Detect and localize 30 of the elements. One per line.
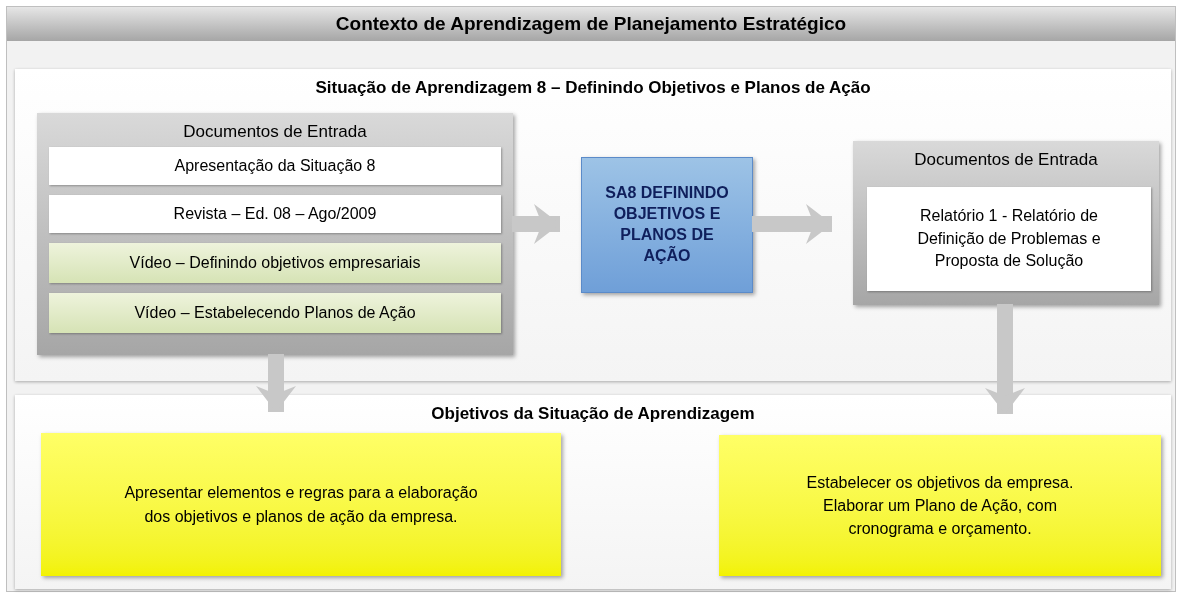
box-text: Vídeo – Estabelecendo Planos de Ação [133, 303, 417, 323]
block-arrow [256, 354, 296, 412]
heading-text: Documentos de Entrada [913, 149, 1099, 171]
objective-box [719, 435, 1161, 576]
heading-text: Documentos de Entrada [182, 121, 368, 143]
heading-text: Objetivos da Situação de Aprendizagem [430, 403, 756, 425]
box-text: Apresentar elementos e regras para a elaboração dos objetivos e planos de ação da empresa. [123, 483, 479, 527]
document-panel [853, 141, 1159, 305]
section-panel [15, 69, 1171, 381]
box-text: Apresentação da Situação 8 [173, 155, 377, 176]
document-item [867, 187, 1151, 291]
video-item [49, 293, 501, 333]
heading-text: Situação de Aprendizagem 8 – Definindo Objetivos e Planos de Ação [314, 77, 872, 99]
block-arrow [985, 304, 1025, 414]
box-text: Revista – Ed. 08 – Ago/2009 [172, 203, 378, 224]
box-text: Estabelecer os objetivos da empresa. Elaborar um Plano de Ação, com cronograma e orçamento. [805, 472, 1075, 540]
document-item [49, 147, 501, 185]
document-item [49, 195, 501, 233]
activity-box [581, 157, 753, 293]
heading-text: Contexto de Aprendizagem de Planejamento Estratégico [7, 7, 1175, 41]
context-frame [6, 6, 1176, 592]
objective-box [41, 433, 561, 576]
block-arrow [752, 204, 832, 244]
box-text: SA8 DEFININDO OBJETIVOS E PLANOS DE AÇÃO [604, 183, 730, 266]
document-panel [37, 113, 513, 355]
box-text: Relatório 1 - Relatório de Definição de Problemas e Proposta de Solução [916, 206, 1102, 272]
section-panel [15, 395, 1171, 589]
block-arrow [512, 204, 560, 244]
box-text: Vídeo – Definindo objetivos empresariais [128, 253, 422, 273]
video-item [49, 243, 501, 283]
